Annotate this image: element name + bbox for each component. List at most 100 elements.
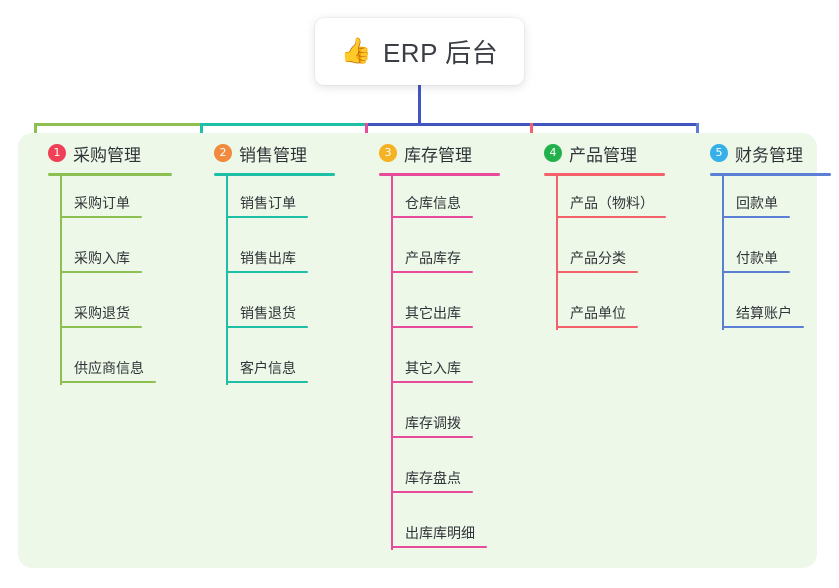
menu-item-label: 回款单 (736, 195, 778, 211)
menu-item-rule (391, 271, 473, 273)
menu-item[interactable]: 产品（物料） (556, 188, 666, 218)
menu-item-label: 出库库明细 (405, 525, 475, 541)
column-header-rule-4 (544, 173, 665, 176)
menu-item[interactable]: 库存盘点 (391, 463, 473, 493)
menu-item-label: 采购入库 (74, 250, 130, 266)
root-node[interactable]: 👍 ERP 后台 (315, 18, 524, 85)
column-trunk-4 (556, 174, 558, 330)
menu-item-rule (60, 216, 142, 218)
menu-item[interactable]: 产品库存 (391, 243, 473, 273)
menu-item[interactable]: 回款单 (722, 188, 790, 218)
menu-item-label: 库存调拨 (405, 415, 461, 431)
column-4: 4 产品管理产品（物料） 产品分类产品单位 (522, 140, 666, 330)
menu-item-rule (391, 546, 487, 548)
column-3: 3 库存管理仓库信息产品库存其它出库其它入库库存调拨库存盘点出库库明细 (357, 140, 500, 550)
menu-item[interactable]: 其它入库 (391, 353, 473, 383)
menu-item[interactable]: 销售出库 (226, 243, 308, 273)
menu-item[interactable]: 结算账户 (722, 298, 804, 328)
menu-item-rule (391, 216, 473, 218)
menu-item-label: 仓库信息 (405, 195, 461, 211)
menu-item-rule (556, 271, 638, 273)
root-title: ERP 后台 (382, 38, 499, 68)
menu-item-label: 销售出库 (240, 250, 296, 266)
column-header-2[interactable]: 2 销售管理 (192, 140, 307, 166)
bus-segment-4 (530, 123, 696, 126)
menu-item-label: 供应商信息 (74, 360, 144, 376)
column-header-3[interactable]: 3 库存管理 (357, 140, 472, 166)
menu-item-rule (391, 381, 473, 383)
menu-item[interactable]: 采购订单 (60, 188, 142, 218)
bus-segment-3 (365, 123, 530, 126)
column-badge-5: 5 (710, 144, 728, 162)
column-title-3: 库存管理 (404, 145, 472, 165)
menu-item-rule (60, 381, 156, 383)
column-header-rule-2 (214, 173, 335, 176)
thumbs-up-icon: 👍 (340, 37, 372, 65)
column-title-5: 财务管理 (735, 145, 803, 165)
menu-item-label: 产品（物料） (570, 195, 654, 211)
menu-item-label: 采购退货 (74, 305, 130, 321)
column-trunk-2 (226, 174, 228, 385)
menu-item-label: 客户信息 (240, 360, 296, 376)
column-title-2: 销售管理 (239, 145, 307, 165)
menu-item-rule (722, 326, 804, 328)
menu-item-label: 结算账户 (736, 305, 792, 321)
menu-item-label: 其它入库 (405, 360, 461, 376)
menu-item-label: 产品单位 (570, 305, 626, 321)
bus-segment-1 (34, 123, 200, 126)
menu-item-label: 付款单 (736, 250, 778, 266)
column-title-4: 产品管理 (569, 145, 637, 165)
column-header-4[interactable]: 4 产品管理 (522, 140, 637, 166)
menu-item-label: 产品分类 (570, 250, 626, 266)
menu-item-rule (391, 491, 473, 493)
menu-item-rule (556, 326, 638, 328)
menu-item-rule (391, 436, 473, 438)
menu-item[interactable]: 产品单位 (556, 298, 638, 328)
menu-item-rule (391, 326, 473, 328)
column-header-rule-5 (710, 173, 831, 176)
menu-item[interactable]: 仓库信息 (391, 188, 473, 218)
menu-item-label: 库存盘点 (405, 470, 461, 486)
menu-item-label: 销售退货 (240, 305, 296, 321)
menu-item[interactable]: 其它出库 (391, 298, 473, 328)
column-badge-2: 2 (214, 144, 232, 162)
menu-item-rule (226, 271, 308, 273)
menu-item[interactable]: 销售订单 (226, 188, 308, 218)
menu-item-rule (226, 216, 308, 218)
column-header-1[interactable]: 1 采购管理 (26, 140, 141, 166)
column-trunk-1 (60, 174, 62, 385)
column-2: 2 销售管理销售订单销售出库销售退货客户信息 (192, 140, 335, 385)
column-title-1: 采购管理 (73, 145, 141, 165)
root-stem (418, 85, 421, 125)
menu-item-rule (556, 216, 666, 218)
column-badge-4: 4 (544, 144, 562, 162)
column-1: 1 采购管理采购订单采购入库采购退货供应商信息 (26, 140, 172, 385)
menu-item[interactable]: 采购退货 (60, 298, 142, 328)
column-header-rule-3 (379, 173, 500, 176)
menu-item[interactable]: 销售退货 (226, 298, 308, 328)
menu-item[interactable]: 付款单 (722, 243, 790, 273)
menu-item-rule (722, 216, 790, 218)
menu-item-rule (722, 271, 790, 273)
bus-segment-2 (200, 123, 365, 126)
menu-item-label: 销售订单 (240, 195, 296, 211)
menu-item-label: 其它出库 (405, 305, 461, 321)
menu-item-rule (226, 326, 308, 328)
column-badge-1: 1 (48, 144, 66, 162)
menu-item[interactable]: 客户信息 (226, 353, 308, 383)
menu-item[interactable]: 采购入库 (60, 243, 142, 273)
menu-item[interactable]: 产品分类 (556, 243, 638, 273)
columns-panel (18, 133, 817, 568)
column-badge-3: 3 (379, 144, 397, 162)
column-header-rule-1 (48, 173, 172, 176)
menu-item-label: 产品库存 (405, 250, 461, 266)
menu-item-rule (60, 326, 142, 328)
menu-item-rule (226, 381, 308, 383)
column-5: 5 财务管理回款单付款单结算账户 (688, 140, 831, 330)
menu-item[interactable]: 出库库明细 (391, 518, 487, 548)
column-header-5[interactable]: 5 财务管理 (688, 140, 803, 166)
menu-item-label: 采购订单 (74, 195, 130, 211)
menu-item[interactable]: 库存调拨 (391, 408, 473, 438)
menu-item[interactable]: 供应商信息 (60, 353, 156, 383)
